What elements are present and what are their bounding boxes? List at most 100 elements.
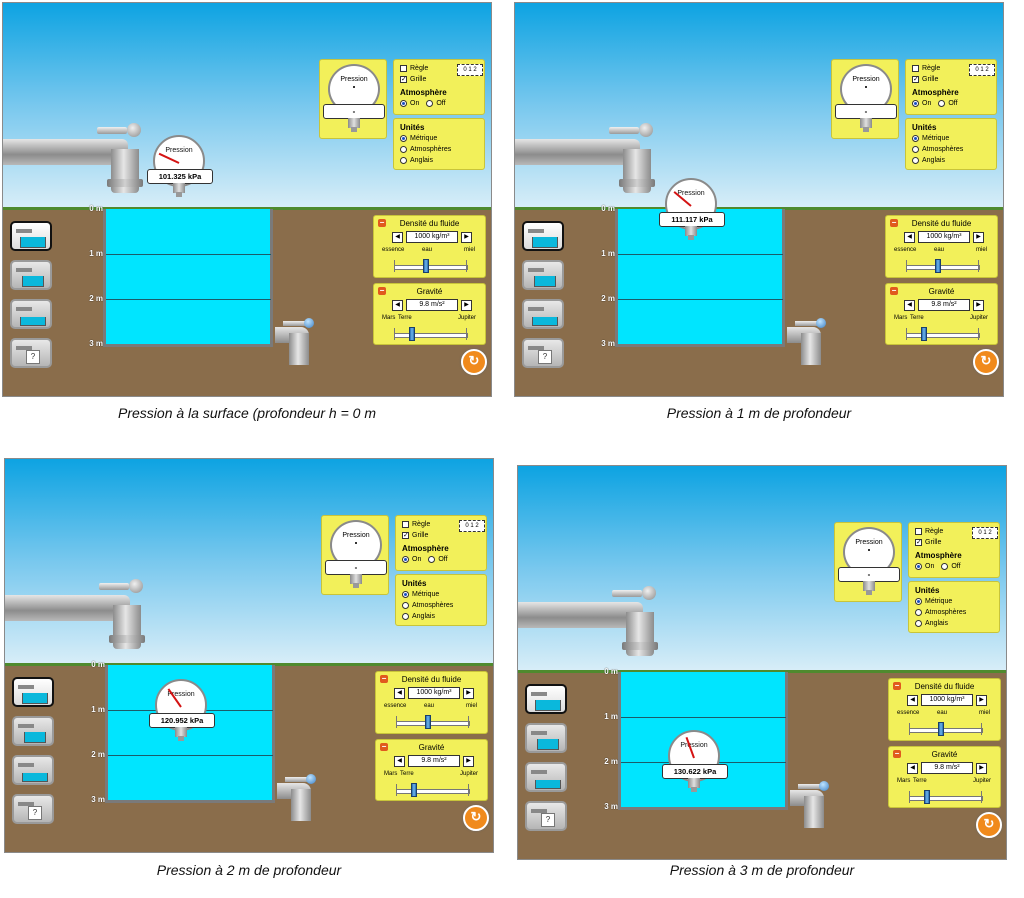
outlet-valve-handle[interactable]: [285, 777, 307, 782]
density-increase-icon[interactable]: ▶: [976, 694, 987, 706]
density-slider-thumb[interactable]: [425, 715, 432, 729]
gauge-toolbox[interactable]: Pression -: [834, 522, 902, 602]
grid-checkbox[interactable]: ✓: [912, 76, 919, 83]
density-slider-track[interactable]: [906, 265, 980, 270]
atm-on-radio[interactable]: [400, 100, 407, 107]
inlet-valve-knob-icon[interactable]: [639, 123, 653, 137]
reset-icon[interactable]: ↻: [976, 812, 1002, 838]
outlet-valve-knob-icon[interactable]: [816, 318, 826, 328]
inlet-valve-knob-icon[interactable]: [129, 579, 143, 593]
gravity-slider-thumb[interactable]: [411, 783, 417, 797]
scene-button-pool[interactable]: [525, 684, 567, 714]
gravity-decrease-icon[interactable]: ◀: [907, 762, 918, 774]
scene-button-trapezoid[interactable]: [522, 260, 564, 290]
gravity-slider-thumb[interactable]: [921, 327, 927, 341]
gravity-slider-track[interactable]: [396, 789, 470, 794]
density-decrease-icon[interactable]: ◀: [904, 231, 915, 243]
collapse-density-icon[interactable]: −: [890, 218, 898, 227]
scene-button-trapezoid[interactable]: [10, 260, 52, 290]
gravity-slider-thumb[interactable]: [924, 790, 930, 804]
units-english-option[interactable]: Anglais: [402, 613, 435, 620]
scene-button-chamber[interactable]: [10, 299, 52, 329]
metric-radio[interactable]: [915, 598, 922, 605]
inlet-valve-knob-icon[interactable]: [127, 123, 141, 137]
units-atm-option[interactable]: Atmosphères: [912, 146, 963, 153]
collapse-gravity-icon[interactable]: −: [380, 742, 388, 751]
gravity-increase-icon[interactable]: ▶: [461, 299, 472, 311]
gravity-increase-icon[interactable]: ▶: [976, 762, 987, 774]
gravity-increase-icon[interactable]: ▶: [463, 755, 474, 767]
scene-button-chamber[interactable]: [522, 299, 564, 329]
density-decrease-icon[interactable]: ◀: [907, 694, 918, 706]
units-metric-option[interactable]: Métrique: [915, 598, 952, 605]
atm-off-radio[interactable]: [941, 563, 949, 570]
units-english-option[interactable]: Anglais: [915, 620, 948, 627]
scene-button-mystery[interactable]: ?: [12, 794, 54, 824]
collapse-density-icon[interactable]: −: [380, 674, 388, 683]
density-slider-thumb[interactable]: [935, 259, 942, 273]
gauge-toolbox[interactable]: Pression -: [321, 515, 389, 595]
units-english-option[interactable]: Anglais: [912, 157, 945, 164]
collapse-gravity-icon[interactable]: −: [890, 286, 898, 295]
outlet-valve-handle[interactable]: [798, 784, 820, 789]
scene-button-mystery[interactable]: ?: [10, 338, 52, 368]
atmospheres-radio[interactable]: [912, 146, 919, 153]
collapse-gravity-icon[interactable]: −: [893, 749, 901, 758]
gauge-toolbox[interactable]: Pression -: [319, 59, 387, 139]
density-slider-track[interactable]: [396, 721, 470, 726]
metric-radio[interactable]: [912, 135, 919, 142]
ruler-checkbox[interactable]: [912, 65, 919, 72]
atmospheres-radio[interactable]: [402, 602, 409, 609]
ruler-checkbox[interactable]: [400, 65, 407, 72]
units-atm-option[interactable]: Atmosphères: [402, 602, 453, 609]
outlet-valve-knob-icon[interactable]: [304, 318, 314, 328]
inlet-valve-handle[interactable]: [97, 127, 127, 134]
outlet-valve-knob-icon[interactable]: [819, 781, 829, 791]
gravity-slider-track[interactable]: [906, 333, 980, 338]
scene-button-mystery[interactable]: ?: [522, 338, 564, 368]
density-slider-track[interactable]: [909, 728, 983, 733]
gravity-slider-thumb[interactable]: [409, 327, 415, 341]
grid-option[interactable]: ✓ Grille: [915, 539, 941, 546]
english-radio[interactable]: [400, 157, 407, 164]
units-metric-option[interactable]: Métrique: [912, 135, 949, 142]
grid-option[interactable]: ✓ Grille: [400, 76, 426, 83]
scene-button-pool[interactable]: [12, 677, 54, 707]
collapse-gravity-icon[interactable]: −: [378, 286, 386, 295]
inlet-valve-handle[interactable]: [609, 127, 639, 134]
density-slider-thumb[interactable]: [423, 259, 430, 273]
collapse-density-icon[interactable]: −: [893, 681, 901, 690]
scene-button-pool[interactable]: [522, 221, 564, 251]
scene-button-trapezoid[interactable]: [525, 723, 567, 753]
collapse-density-icon[interactable]: −: [378, 218, 386, 227]
scene-button-chamber[interactable]: [12, 755, 54, 785]
outlet-valve-handle[interactable]: [283, 321, 305, 326]
ruler-option[interactable]: Règle: [912, 65, 940, 72]
ruler-option[interactable]: Règle: [915, 528, 943, 535]
units-atm-option[interactable]: Atmosphères: [400, 146, 451, 153]
atm-on-radio[interactable]: [915, 563, 922, 570]
density-slider-thumb[interactable]: [938, 722, 945, 736]
grid-checkbox[interactable]: ✓: [402, 532, 409, 539]
grid-option[interactable]: ✓ Grille: [402, 532, 428, 539]
gravity-decrease-icon[interactable]: ◀: [904, 299, 915, 311]
density-slider-track[interactable]: [394, 265, 468, 270]
atm-on-radio[interactable]: [912, 100, 919, 107]
outlet-valve-handle[interactable]: [795, 321, 817, 326]
density-increase-icon[interactable]: ▶: [463, 687, 474, 699]
density-decrease-icon[interactable]: ◀: [392, 231, 403, 243]
units-english-option[interactable]: Anglais: [400, 157, 433, 164]
inlet-valve-knob-icon[interactable]: [642, 586, 656, 600]
metric-radio[interactable]: [402, 591, 409, 598]
atm-off-radio[interactable]: [428, 556, 436, 563]
units-atm-option[interactable]: Atmosphères: [915, 609, 966, 616]
atm-off-radio[interactable]: [426, 100, 434, 107]
scene-button-trapezoid[interactable]: [12, 716, 54, 746]
reset-icon[interactable]: ↻: [973, 349, 999, 375]
ruler-option[interactable]: Règle: [400, 65, 428, 72]
gravity-slider-track[interactable]: [394, 333, 468, 338]
grid-checkbox[interactable]: ✓: [915, 539, 922, 546]
atmospheres-radio[interactable]: [915, 609, 922, 616]
units-metric-option[interactable]: Métrique: [402, 591, 439, 598]
atmospheres-radio[interactable]: [400, 146, 407, 153]
